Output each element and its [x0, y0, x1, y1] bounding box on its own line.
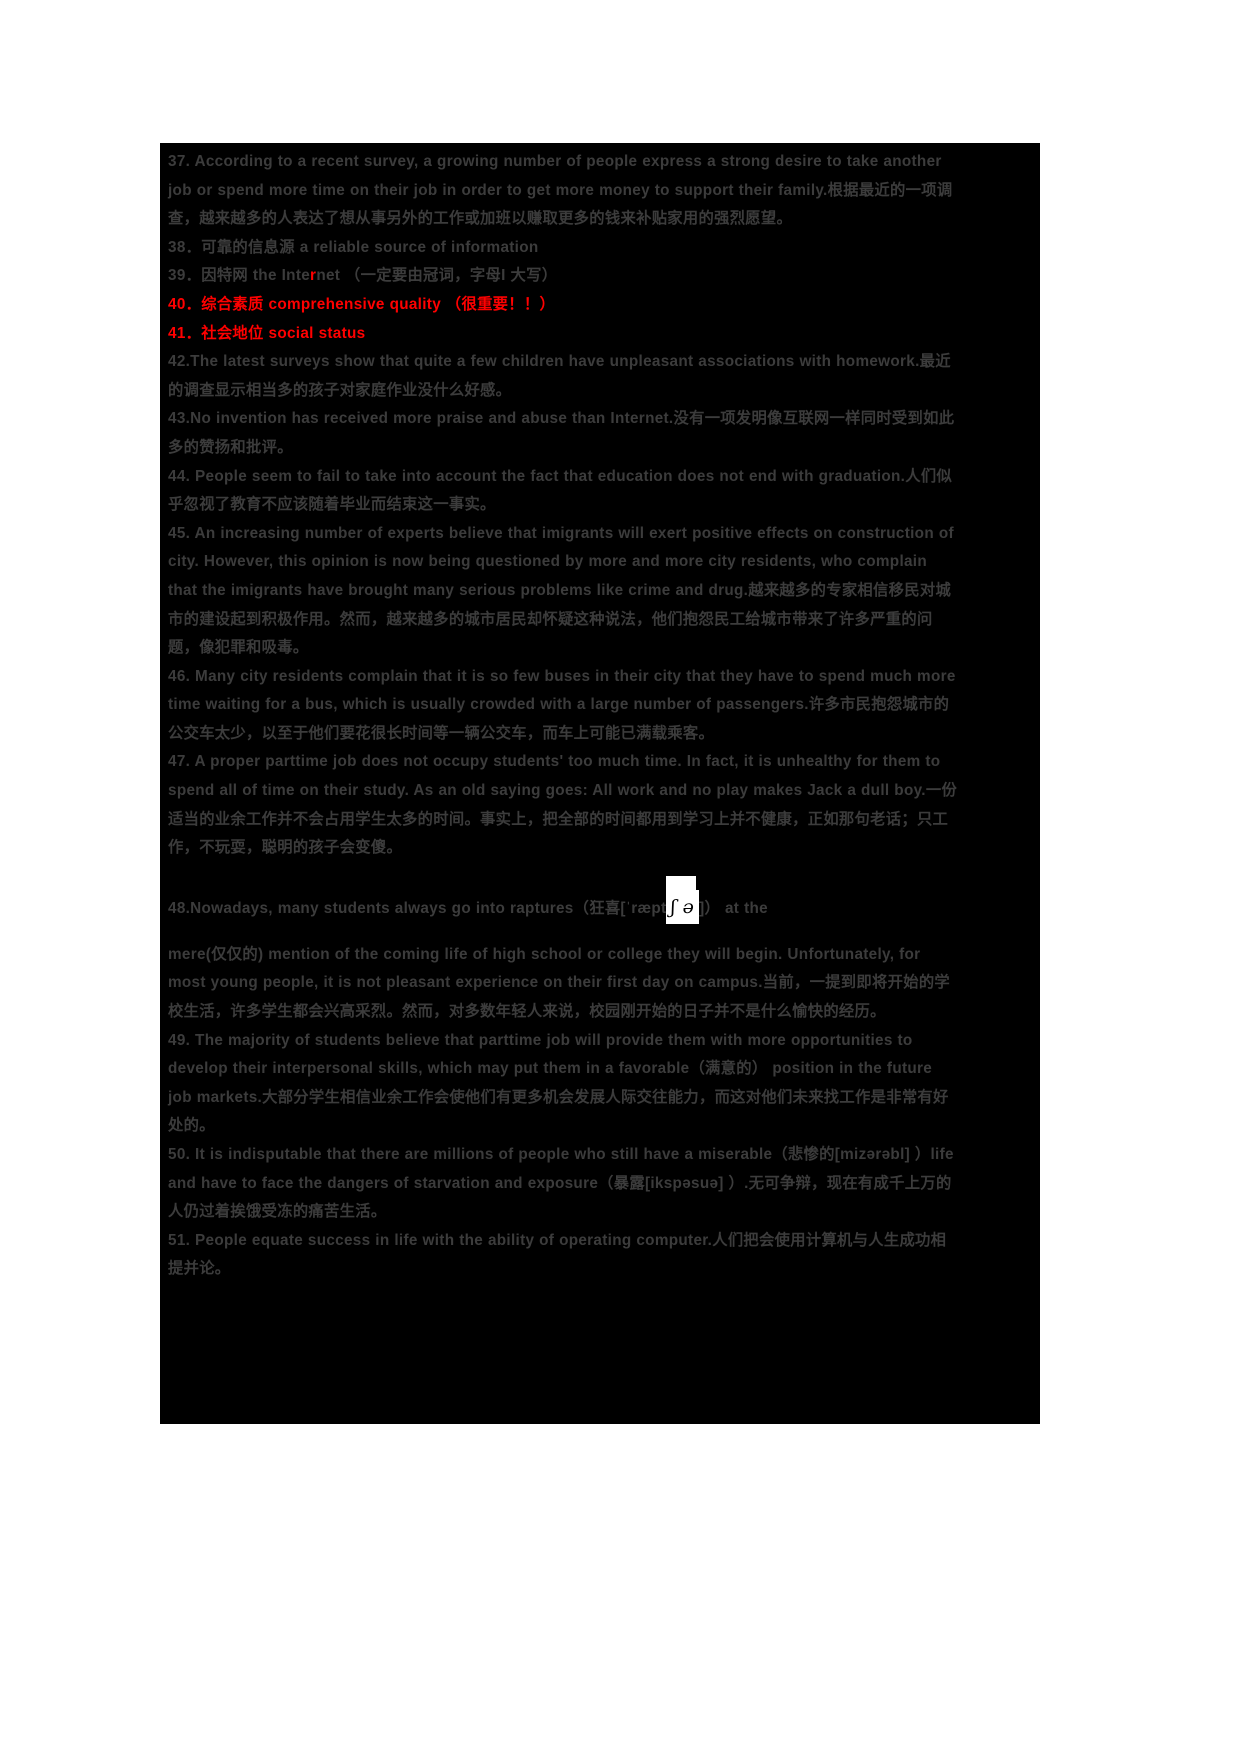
list-item-48-line-2: mere(仅仅的) mention of the coming life of …	[168, 945, 951, 1021]
list-item-39-text-before: 39．因特网 the Inte	[168, 267, 311, 285]
list-item-51: 51. People equate success in life with t…	[168, 1231, 947, 1278]
list-item-46: 46. Many city residents complain that it…	[168, 667, 956, 742]
list-item-48-text-after: ]） at the	[699, 899, 768, 917]
list-item-50: 50. It is indisputable that there are mi…	[168, 1146, 954, 1221]
ipa-phonetic-image: ʃ ə	[666, 875, 700, 924]
list-item-48-text-before: 48.Nowadays, many students always go int…	[168, 899, 667, 917]
list-item-42: 42.The latest surveys show that quite a …	[168, 353, 951, 399]
page-margin-left	[0, 0, 160, 1754]
page-margin-right	[1040, 0, 1240, 1754]
list-item-37: 37. According to a recent survey, a grow…	[168, 153, 953, 228]
list-item-40: 40．综合素质 comprehensive quality （很重要！！）	[168, 295, 556, 313]
list-item-47: 47. A proper parttime job does not occup…	[168, 753, 958, 857]
list-item-39-highlighted-letter: r	[310, 267, 317, 285]
list-item-44: 44. People seem to fail to take into acc…	[168, 467, 953, 514]
list-item-48-line-1: 48.Nowadays, many students always go int…	[168, 875, 958, 935]
list-item-45: 45. An increasing number of experts beli…	[168, 524, 954, 657]
page-margin-bottom	[0, 1424, 1240, 1754]
list-item-43: 43.No invention has received more praise…	[168, 410, 955, 456]
list-item-38: 38．可靠的信息源 a reliable source of informati…	[168, 238, 539, 256]
list-item-41: 41．社会地位 social status	[168, 324, 366, 342]
document-body: 37. According to a recent survey, a grow…	[168, 148, 958, 1284]
page-margin-top	[0, 0, 1240, 143]
list-item-49: 49. The majority of students believe tha…	[168, 1031, 949, 1135]
list-item-39: 39．因特网 the Internet （一定要由冠词，字母I 大写）	[168, 262, 958, 291]
list-item-39-text-after: net （一定要由冠词，字母I 大写）	[316, 267, 558, 285]
